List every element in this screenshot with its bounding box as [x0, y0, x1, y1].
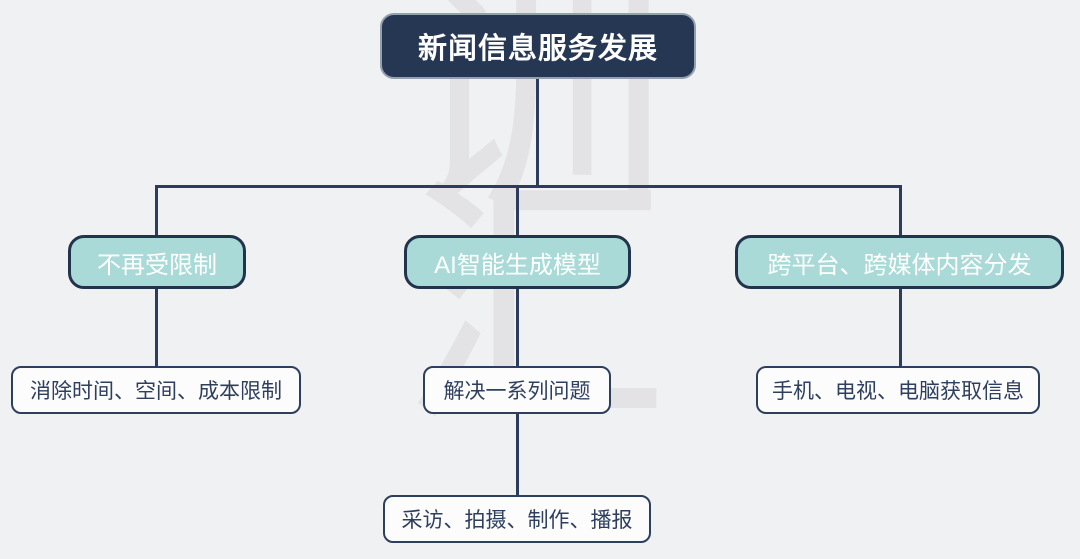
node-root-label: 新闻信息服务发展: [417, 33, 658, 65]
node-branch-cross-platform: 跨平台、跨媒体内容分发: [735, 235, 1064, 289]
node-leaf-solve-problems: 解决一系列问题: [423, 366, 611, 414]
node-leaf-production-steps: 采访、拍摄、制作、播报: [383, 495, 651, 543]
connector-main-horizontal: [156, 185, 902, 188]
node-branch-ai-model: AI智能生成模型: [404, 235, 631, 289]
connector-branch-left-vertical: [155, 185, 158, 236]
connector-left-child-vertical: [155, 288, 158, 367]
node-branch-cross-platform-label: 跨平台、跨媒体内容分发: [767, 251, 1032, 279]
connector-branch-mid-vertical: [516, 185, 519, 236]
node-leaf-devices-info-label: 手机、电视、电脑获取信息: [772, 380, 1024, 403]
node-leaf-solve-problems-label: 解决一系列问题: [443, 380, 591, 403]
connector-right-child-vertical: [899, 288, 902, 367]
node-branch-no-limits-label: 不再受限制: [97, 251, 217, 279]
node-leaf-devices-info: 手机、电视、电脑获取信息: [756, 366, 1040, 414]
node-leaf-eliminate-limits-label: 消除时间、空间、成本限制: [30, 380, 282, 403]
node-branch-no-limits: 不再受限制: [68, 235, 246, 289]
node-leaf-eliminate-limits: 消除时间、空间、成本限制: [11, 366, 301, 414]
connector-branch-right-vertical: [899, 185, 902, 236]
node-leaf-production-steps-label: 采访、拍摄、制作、播报: [401, 509, 633, 532]
connector-root-vertical: [536, 78, 539, 186]
node-branch-ai-model-label: AI智能生成模型: [434, 251, 601, 279]
node-root: 新闻信息服务发展: [380, 13, 696, 79]
